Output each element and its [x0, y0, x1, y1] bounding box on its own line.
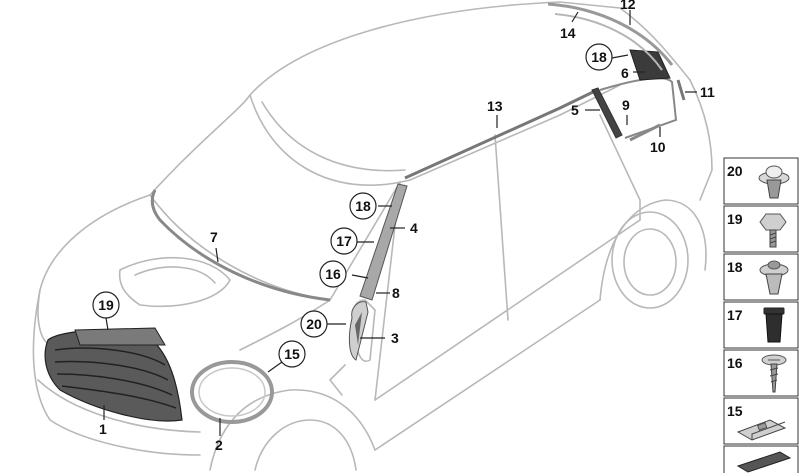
callout-1: 1 — [99, 421, 107, 437]
svg-text:15: 15 — [284, 346, 300, 362]
svg-text:18: 18 — [727, 259, 743, 275]
roof-rail-inner — [554, 13, 663, 71]
roof-door-seal — [404, 90, 594, 180]
callout-2: 2 — [215, 437, 223, 453]
callout-5: 5 — [571, 102, 579, 118]
callout-16: 16 — [319, 260, 347, 288]
svg-text:18: 18 — [355, 198, 371, 214]
svg-text:18: 18 — [591, 49, 607, 65]
c-pillar-seal — [676, 79, 686, 101]
a-pillar-trim — [359, 183, 408, 301]
svg-text:19: 19 — [727, 211, 743, 227]
svg-text:17: 17 — [336, 233, 352, 249]
flat-head-screw-icon — [761, 354, 787, 393]
mirror-triangle-insert — [355, 312, 362, 345]
hex-screw-icon — [759, 213, 787, 248]
callout-13: 13 — [487, 98, 503, 114]
callout-15: 15 — [278, 340, 306, 368]
callout-14: 14 — [560, 25, 576, 41]
callout-20: 20 — [300, 310, 328, 338]
callout-10: 10 — [650, 139, 666, 155]
callout-3: 3 — [391, 330, 399, 346]
grommet-nut-icon — [763, 307, 785, 343]
svg-text:16: 16 — [727, 355, 743, 371]
callout-9: 9 — [622, 97, 630, 113]
b-pillar-trim — [591, 87, 623, 139]
svg-text:17: 17 — [727, 307, 743, 323]
windscreen-seal — [150, 189, 331, 302]
legend-tile-tape — [723, 445, 799, 473]
legend-tile-19: 19 — [723, 205, 799, 253]
callout-6: 6 — [621, 65, 629, 81]
adhesive-tape-icon — [736, 451, 792, 473]
leader-lines — [103, 10, 697, 436]
callout-12: 12 — [620, 0, 636, 12]
callout-8: 8 — [392, 285, 400, 301]
svg-text:20: 20 — [306, 316, 322, 332]
headlight-inner — [198, 367, 266, 417]
svg-text:16: 16 — [325, 266, 341, 282]
door-lower-seal — [629, 123, 661, 142]
fastener-legend: 20 19 18 — [723, 150, 799, 473]
callout-7: 7 — [210, 229, 218, 245]
callout-18-rear: 18 — [585, 43, 613, 71]
callout-17: 17 — [330, 227, 358, 255]
radiator-grille — [44, 327, 183, 422]
legend-tile-20: 20 — [723, 157, 799, 205]
callout-18: 18 — [349, 192, 377, 220]
callout-labels: 1 2 3 4 5 6 7 8 9 10 11 12 13 14 15 16 1… — [92, 0, 715, 453]
plastic-rivet-icon — [759, 260, 789, 295]
expanding-rivet-icon — [758, 165, 790, 199]
headlight-ring — [190, 360, 274, 424]
svg-text:15: 15 — [727, 403, 743, 419]
roof-rail-outer — [547, 2, 674, 66]
callout-11: 11 — [700, 84, 715, 100]
legend-tile-16: 16 — [723, 349, 799, 397]
metal-clip-icon — [736, 419, 787, 441]
callout-4: 4 — [410, 220, 418, 236]
svg-text:19: 19 — [98, 297, 114, 313]
legend-tile-15: 15 — [723, 397, 799, 445]
legend-tile-18: 18 — [723, 253, 799, 301]
callout-19: 19 — [92, 291, 120, 319]
svg-text:20: 20 — [727, 163, 743, 179]
legend-tile-17: 17 — [723, 301, 799, 349]
